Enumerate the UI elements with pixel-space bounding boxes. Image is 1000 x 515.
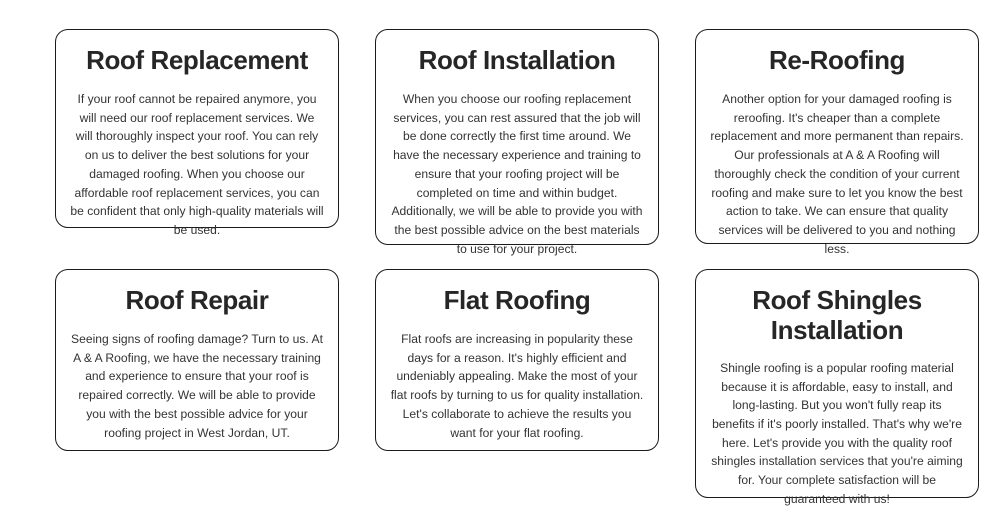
service-card-description: Another option for your damaged roofing … — [710, 91, 964, 256]
service-card-title: Roof Installation — [418, 45, 616, 75]
service-card-roof-replacement[interactable]: Roof Replacement If your roof cannot be … — [55, 29, 339, 237]
service-card-title: Re-Roofing — [768, 45, 906, 75]
service-card-description: If your roof cannot be repaired anymore,… — [70, 91, 324, 238]
service-card-title: Roof Replacement — [86, 45, 308, 75]
service-card-roof-shingles-installation[interactable]: Roof Shingles Installation Shingle roofi… — [695, 269, 979, 506]
service-card-re-roofing[interactable]: Re-Roofing Another option for your damag… — [695, 29, 979, 256]
service-card-flat-roofing[interactable]: Flat Roofing Flat roofs are increasing i… — [375, 269, 659, 451]
service-card-roof-installation[interactable]: Roof Installation When you choose our ro… — [375, 29, 659, 256]
service-card-description: Flat roofs are increasing in popularity … — [390, 331, 644, 440]
service-card-title: Roof Shingles Installation — [752, 285, 922, 345]
service-card-roof-repair[interactable]: Roof Repair Seeing signs of roofing dama… — [55, 269, 339, 451]
service-card-description: Shingle roofing is a popular roofing mat… — [711, 360, 963, 506]
service-card-title: Flat Roofing — [443, 285, 591, 315]
service-card-title: Roof Repair — [125, 285, 269, 315]
service-card-description: Seeing signs of roofing damage? Turn to … — [71, 331, 323, 440]
service-card-description: When you choose our roofing replacement … — [391, 91, 643, 256]
